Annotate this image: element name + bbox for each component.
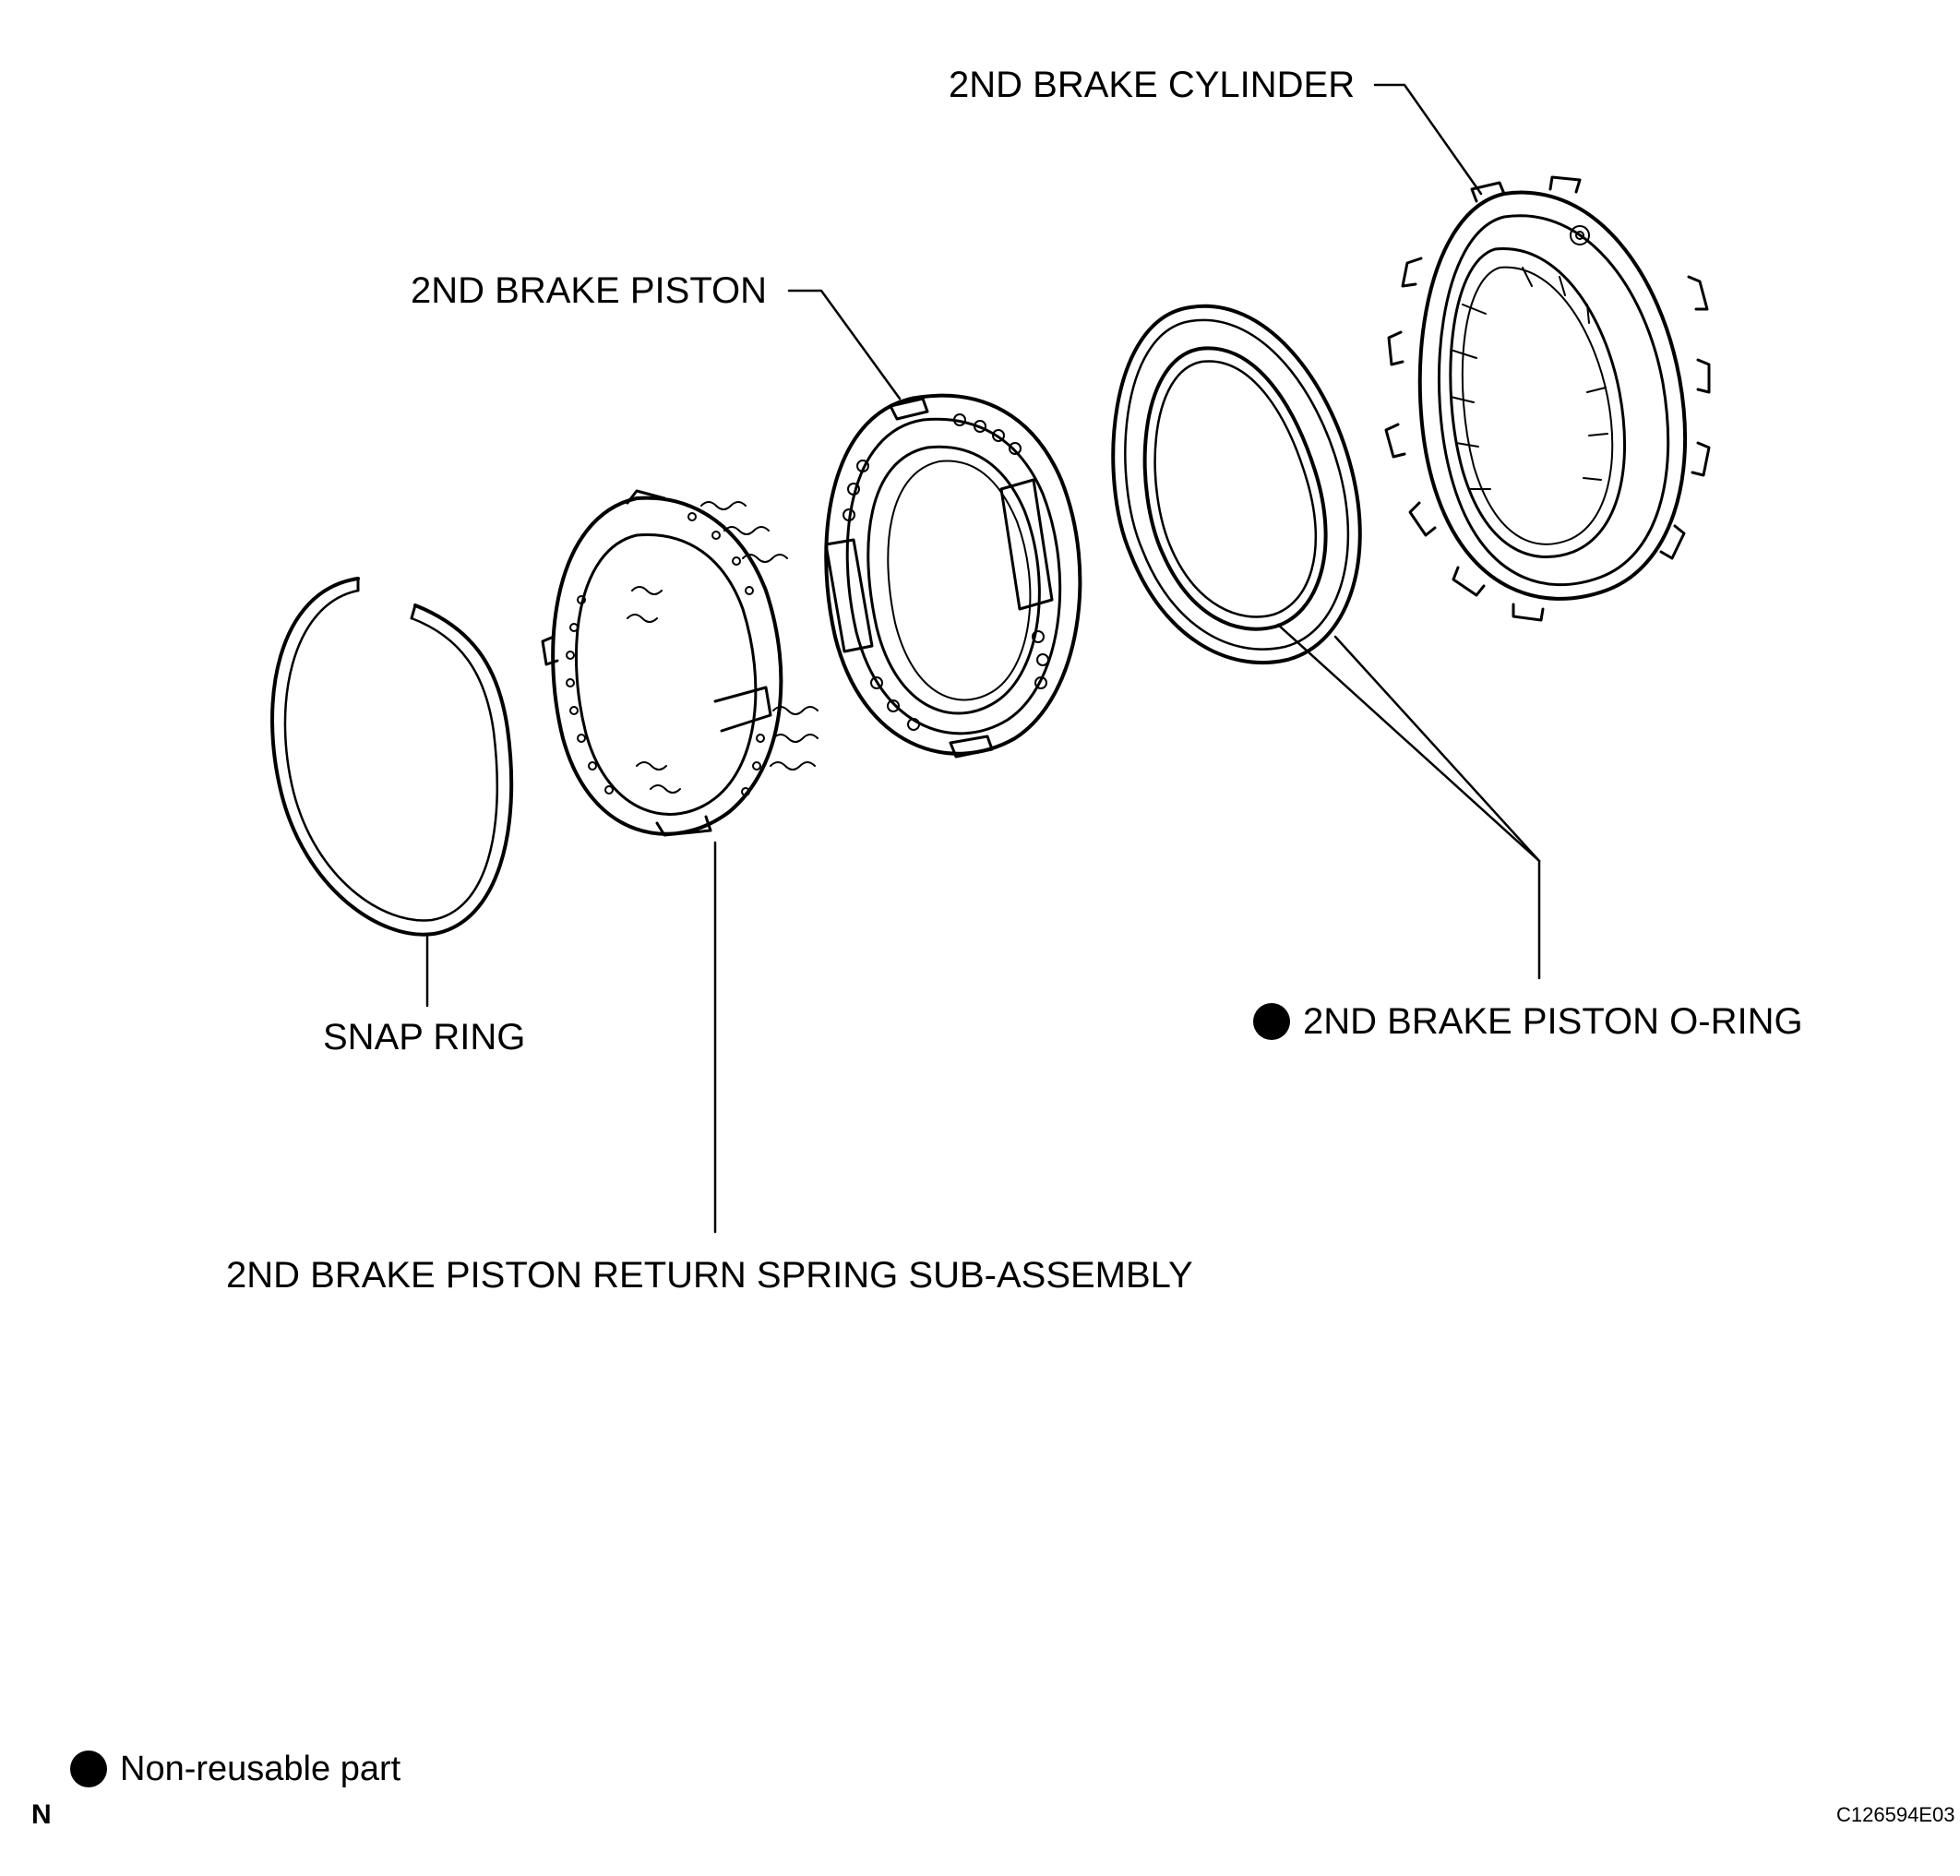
label-brake-cylinder: 2ND BRAKE CYLINDER [949, 65, 1356, 105]
label-return-spring: 2ND BRAKE PISTON RETURN SPRING SUB-ASSEM… [226, 1255, 1193, 1296]
label-snap-ring: SNAP RING [323, 1017, 526, 1057]
legend-non-reusable-text: Non-reusable part [120, 1750, 401, 1788]
brake-piston-part [824, 393, 1082, 759]
leader-lines [425, 83, 1541, 1234]
non-reusable-marker-icon [1253, 1003, 1290, 1040]
label-o-ring-text: 2ND BRAKE PISTON O-RING [1303, 1001, 1803, 1042]
piston-holes [843, 413, 1049, 731]
leader-o-ring-outer [1333, 635, 1541, 863]
label-o-ring: 2ND BRAKE PISTON O-RING [1253, 1003, 1803, 1040]
leader-o-ring-inner [1276, 623, 1541, 863]
spring-coils [566, 501, 819, 796]
o-ring-part [1111, 304, 1362, 665]
cylinder-inner-splines [1450, 267, 1608, 490]
corner-mark: N [31, 1799, 52, 1830]
snap-ring-part [270, 577, 514, 937]
filled-circle-icon [70, 1751, 107, 1787]
label-brake-piston: 2ND BRAKE PISTON [411, 270, 768, 311]
brake-cylinder-part [1384, 175, 1711, 622]
return-spring-part [541, 489, 819, 837]
leader-cylinder [1373, 83, 1483, 196]
legend-non-reusable: Non-reusable part [70, 1751, 400, 1787]
figure-code: C126594E03 [1836, 1803, 1955, 1826]
leader-piston [787, 289, 902, 400]
